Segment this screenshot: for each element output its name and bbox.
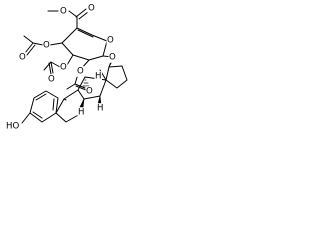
label-knockout xyxy=(94,71,102,82)
stereo-hash-bond xyxy=(82,79,90,87)
o-acetyl-a-link-label: O xyxy=(43,41,50,51)
o-ester-carbonyl-label: O xyxy=(88,4,95,14)
atom-labels: O O O O O O O O O O H H H HO xyxy=(5,3,117,132)
o-ester-link-label: O xyxy=(60,7,67,17)
o-acetyl-a-carbonyl-label: O xyxy=(19,53,26,63)
label-knockout xyxy=(47,74,56,85)
label-knockout xyxy=(76,66,85,77)
steroid-ring-bonds xyxy=(21,65,128,124)
sugar-ring-bonds xyxy=(23,8,114,91)
label-knockout xyxy=(5,121,20,132)
label-knockout xyxy=(42,40,51,51)
label-knockout xyxy=(59,62,68,73)
label-knockout xyxy=(87,3,96,14)
label-knockout xyxy=(108,52,117,63)
o-acetyl-c-link-label: O xyxy=(77,67,84,77)
label-knockout xyxy=(106,35,115,46)
o-glycoside-label: O xyxy=(109,53,116,63)
label-knockout xyxy=(96,103,104,114)
label-knockout xyxy=(59,6,68,17)
o-acetyl-b-link-label: O xyxy=(60,63,67,73)
label-knockout xyxy=(18,52,27,63)
label-knockout xyxy=(85,86,94,97)
h-label-c: H xyxy=(78,108,84,118)
h-label-a: H xyxy=(95,72,101,82)
chemical-structure-diagram: O O O O O O O O O O H H H HO xyxy=(5,3,128,132)
o-ring-label: O xyxy=(107,36,114,46)
hydroxyl-label: HO xyxy=(6,122,19,132)
o-acetyl-b-carbonyl-label: O xyxy=(48,75,55,85)
h-label-b: H xyxy=(97,104,103,114)
o-acetyl-c-carbonyl-label: O xyxy=(86,87,93,97)
label-knockout xyxy=(77,107,85,118)
